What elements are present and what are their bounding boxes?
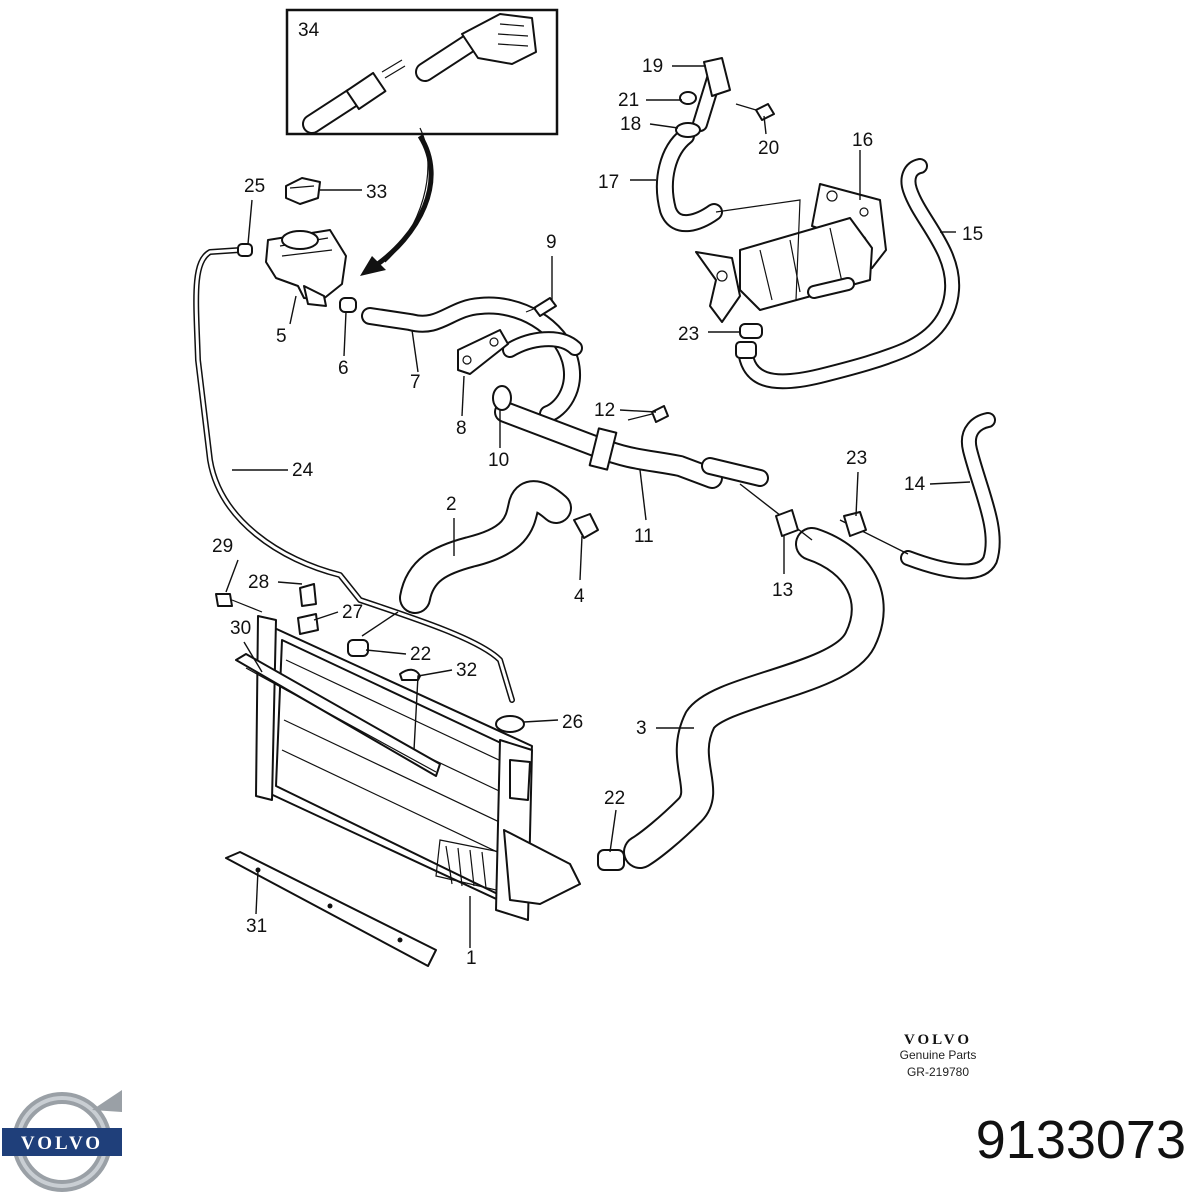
stamp-line1: Genuine Parts — [900, 1048, 977, 1062]
callout-5: 5 — [276, 326, 287, 347]
callout-30: 30 — [230, 618, 251, 639]
strip-31 — [225, 851, 437, 967]
callout-7: 7 — [410, 372, 421, 393]
bolt-28 — [299, 583, 317, 607]
seal-32 — [399, 668, 421, 681]
callout-18: 18 — [620, 114, 641, 135]
clamp-19 — [703, 57, 731, 97]
detail-arrow — [370, 134, 434, 271]
callout-24: 24 — [292, 460, 314, 481]
callout-3: 3 — [636, 718, 647, 739]
clamp-22a — [347, 639, 369, 657]
callout-21: 21 — [618, 90, 639, 111]
filler-cap-33 — [285, 177, 321, 205]
callout-17: 17 — [598, 172, 619, 193]
gasket-8 — [457, 329, 509, 375]
callout-6: 6 — [338, 358, 349, 379]
callout-33: 33 — [366, 182, 387, 203]
callout-31: 31 — [246, 916, 267, 937]
bolt-20 — [735, 103, 775, 121]
clamp-25 — [237, 243, 253, 257]
callout-labels: 1 2 3 4 5 6 7 8 9 10 11 12 13 14 15 16 1… — [212, 20, 983, 969]
detail-arrow-head — [360, 256, 386, 276]
clamp-13 — [775, 509, 799, 537]
bolt-12 — [627, 405, 669, 423]
o-ring-21 — [679, 91, 697, 105]
genuine-parts-stamp: VOLVO Genuine Parts GR-219780 — [900, 1032, 977, 1079]
callout-26: 26 — [562, 712, 583, 733]
strip-30 — [235, 653, 441, 777]
callout-9: 9 — [546, 232, 557, 253]
callout-25: 25 — [244, 176, 265, 197]
callout-29: 29 — [212, 536, 233, 557]
stamp-brand: VOLVO — [904, 1032, 972, 1048]
clip-27 — [297, 613, 319, 635]
callout-4: 4 — [574, 586, 585, 607]
callout-10: 10 — [488, 450, 509, 471]
callout-28: 28 — [248, 572, 269, 593]
callout-23b: 23 — [678, 324, 699, 345]
callout-16: 16 — [852, 130, 873, 151]
clamp-18 — [675, 122, 701, 138]
callout-11: 11 — [634, 526, 654, 547]
egr-cooler-16 — [695, 183, 887, 323]
leader-lines — [225, 65, 971, 948]
clamp-6 — [339, 297, 357, 313]
stamp-line2: GR-219780 — [907, 1065, 969, 1079]
callout-27: 27 — [342, 602, 363, 623]
callout-2: 2 — [446, 494, 457, 515]
logo-text: VOLVO — [21, 1133, 103, 1154]
clamp-4 — [573, 513, 599, 539]
callout-12: 12 — [594, 400, 615, 421]
bolt-9 — [525, 297, 557, 317]
callout-1: 1 — [466, 948, 477, 969]
clamp-23a — [843, 511, 867, 537]
clamp-26 — [495, 715, 525, 733]
callout-14: 14 — [904, 474, 926, 495]
callout-34: 34 — [298, 20, 320, 41]
callout-23a: 23 — [846, 448, 867, 469]
pipe-11-bracket — [588, 427, 618, 471]
callout-15: 15 — [962, 224, 983, 245]
callout-22a: 22 — [410, 644, 431, 665]
detail-inset-34 — [285, 8, 559, 263]
expansion-tank-5 — [265, 229, 347, 307]
clamp-22b — [597, 849, 625, 871]
callout-13: 13 — [772, 580, 793, 601]
callout-22b: 22 — [604, 788, 625, 809]
callout-8: 8 — [456, 418, 467, 439]
callout-32: 32 — [456, 660, 477, 681]
part-number: 9133073 — [976, 1110, 1186, 1170]
bolt-29 — [215, 593, 263, 613]
callout-19: 19 — [642, 56, 663, 77]
clamp-23b — [735, 323, 763, 359]
callout-20: 20 — [758, 138, 779, 159]
volvo-iron-mark-icon: VOLVO — [2, 1090, 122, 1192]
logo-band — [2, 1128, 122, 1156]
o-ring-10 — [492, 385, 512, 411]
